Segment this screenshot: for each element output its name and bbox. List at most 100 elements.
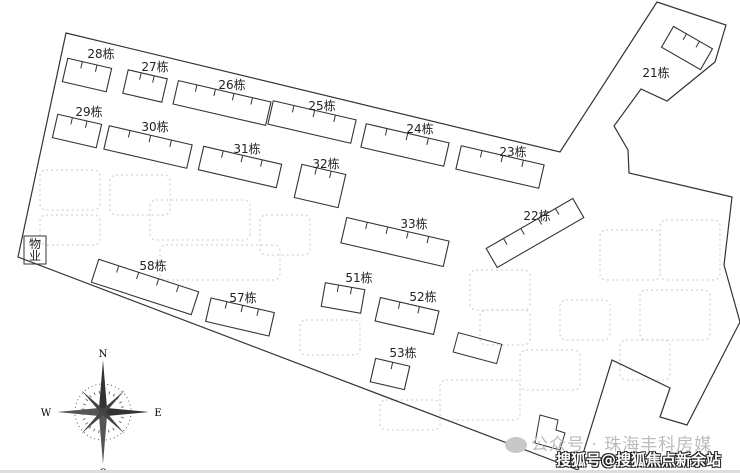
building-notch (390, 362, 394, 370)
building-outline (320, 282, 366, 314)
building-notch (136, 272, 140, 280)
building-notch (250, 97, 253, 105)
building-21: 21栋 (642, 25, 714, 80)
building-notch (240, 155, 244, 163)
building-53: 53栋 (369, 345, 417, 391)
building-notch (213, 89, 216, 97)
building-label: 52栋 (409, 289, 436, 304)
compass-n: N (99, 349, 108, 360)
building-notch (127, 130, 131, 138)
wechat-watermark-text: 公众号 · 珠海丰科房媒 (531, 435, 713, 455)
building-58: 58栋 (90, 258, 200, 316)
building-30: 30栋 (103, 119, 193, 169)
bottom-divider (0, 470, 740, 473)
sohu-watermark: 搜狐号@搜狐焦点新余站 (556, 451, 722, 469)
building-25: 25栋 (267, 98, 357, 144)
building-label: 21栋 (642, 65, 669, 80)
building-label: 31栋 (233, 141, 260, 156)
building-notch (194, 84, 198, 92)
road-block (299, 319, 361, 356)
building-notch (479, 150, 483, 158)
unlabeled-building-bottom (534, 414, 566, 451)
road-block (519, 349, 581, 391)
building-notch (224, 301, 228, 309)
compass-w: W (41, 408, 52, 419)
building-notch (156, 278, 160, 286)
building-label: 53栋 (389, 345, 416, 360)
road-block (439, 379, 521, 421)
building-outline (485, 197, 585, 269)
building-label: 28栋 (87, 46, 114, 61)
building-label: 27栋 (141, 59, 168, 74)
building-notch (555, 208, 560, 215)
building-notch (291, 105, 295, 113)
building-notch (384, 128, 388, 136)
building-notch (385, 226, 389, 234)
building-outline (369, 357, 411, 391)
building-52: 52栋 (374, 289, 440, 336)
building-notch (365, 222, 368, 230)
building-notch (70, 117, 73, 125)
building-notch (520, 228, 525, 235)
building-23: 23栋 (455, 144, 545, 189)
road-block (559, 299, 611, 341)
building-24: 24栋 (360, 121, 450, 167)
building-notch (500, 155, 504, 163)
building-notch (682, 33, 687, 41)
building-notch (80, 61, 83, 69)
building-label: 33栋 (400, 216, 427, 231)
road-block (639, 289, 711, 341)
building-label: 25栋 (308, 98, 335, 113)
building-outline (340, 216, 450, 268)
building-notch (312, 110, 316, 118)
road-block (259, 214, 311, 256)
site-boundary (17, 1, 740, 471)
building-notch (417, 306, 420, 314)
building-label: 57栋 (229, 290, 256, 305)
building-notch (84, 120, 88, 128)
road-block (159, 244, 281, 281)
building-outline (172, 79, 272, 127)
building-notch (426, 137, 429, 146)
road-block (379, 399, 441, 431)
building-29: 29栋 (51, 104, 103, 149)
building-notch (94, 64, 98, 72)
building-label: 23栋 (499, 144, 526, 159)
building-31: 31栋 (197, 141, 283, 189)
unlabeled-building (452, 332, 503, 365)
property-office: 物 业 (23, 235, 47, 265)
building-outline (374, 296, 440, 336)
building-notch (116, 265, 120, 273)
property-office-label-2: 业 (29, 249, 41, 263)
building-28: 28栋 (61, 46, 115, 93)
wechat-watermark: 公众号 · 珠海丰科房媒 (505, 430, 712, 455)
dotted-roads (39, 169, 721, 431)
road-block (109, 174, 171, 216)
road-block (39, 169, 101, 211)
building-notch (260, 159, 263, 167)
building-27: 27栋 (122, 59, 169, 103)
building-label: 58栋 (139, 258, 166, 273)
compass-e: E (154, 408, 161, 419)
road-block (469, 269, 531, 311)
building-notch (240, 305, 244, 313)
building-outline (51, 113, 103, 149)
building-33: 33栋 (340, 216, 450, 268)
building-notch (256, 308, 260, 316)
building-outline (90, 258, 200, 316)
building-label: 51栋 (345, 270, 372, 285)
building-22: 22栋 (485, 197, 585, 269)
wechat-icon (505, 437, 527, 453)
building-notch (176, 285, 180, 293)
building-outline (660, 25, 714, 71)
building-notch (426, 236, 430, 244)
building-51: 51栋 (320, 270, 373, 314)
building-notch (139, 72, 142, 80)
building-label: 26栋 (218, 77, 245, 92)
building-outline (61, 57, 113, 93)
building-notch (521, 159, 524, 168)
road-block (39, 214, 101, 246)
building-notch (314, 167, 318, 175)
property-office-label-1: 物 (29, 237, 41, 251)
